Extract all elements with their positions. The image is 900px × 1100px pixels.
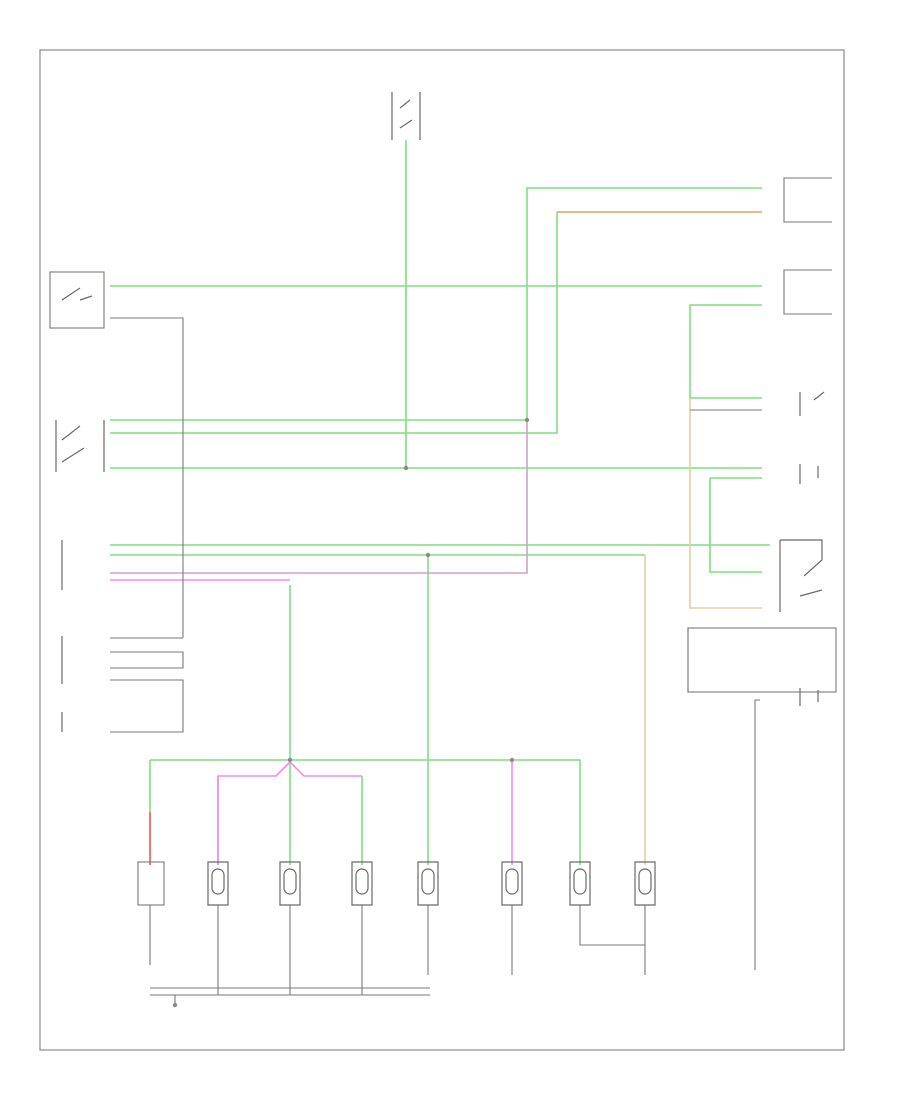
automatic-transaxle-switch xyxy=(49,271,105,329)
tan-wire-left xyxy=(689,398,762,609)
lamp-bulb-6 xyxy=(569,861,591,906)
relay-unit xyxy=(687,627,837,693)
lamp-bulbs xyxy=(207,861,656,906)
lamp-bulb-5 xyxy=(501,861,523,906)
lamp-bulb-7 xyxy=(634,861,656,906)
pink-wire-split xyxy=(217,760,362,865)
tail-lamp-unit xyxy=(137,861,165,906)
lamp-bulb-3 xyxy=(351,861,373,906)
ignition-switch xyxy=(391,92,421,140)
splice-dots xyxy=(172,417,530,1008)
lamp-bulb-2 xyxy=(279,861,301,906)
mauve-wire xyxy=(110,420,528,574)
brake-pedal-switch xyxy=(55,420,105,472)
green-wires xyxy=(110,140,770,865)
combination-meter xyxy=(783,269,832,315)
diagram-frame xyxy=(39,49,845,1051)
rear-window-defogger xyxy=(783,177,832,223)
lamp-bulb-1 xyxy=(207,861,229,906)
right-connectors xyxy=(779,391,825,706)
lamp-bulb-4 xyxy=(417,861,439,906)
